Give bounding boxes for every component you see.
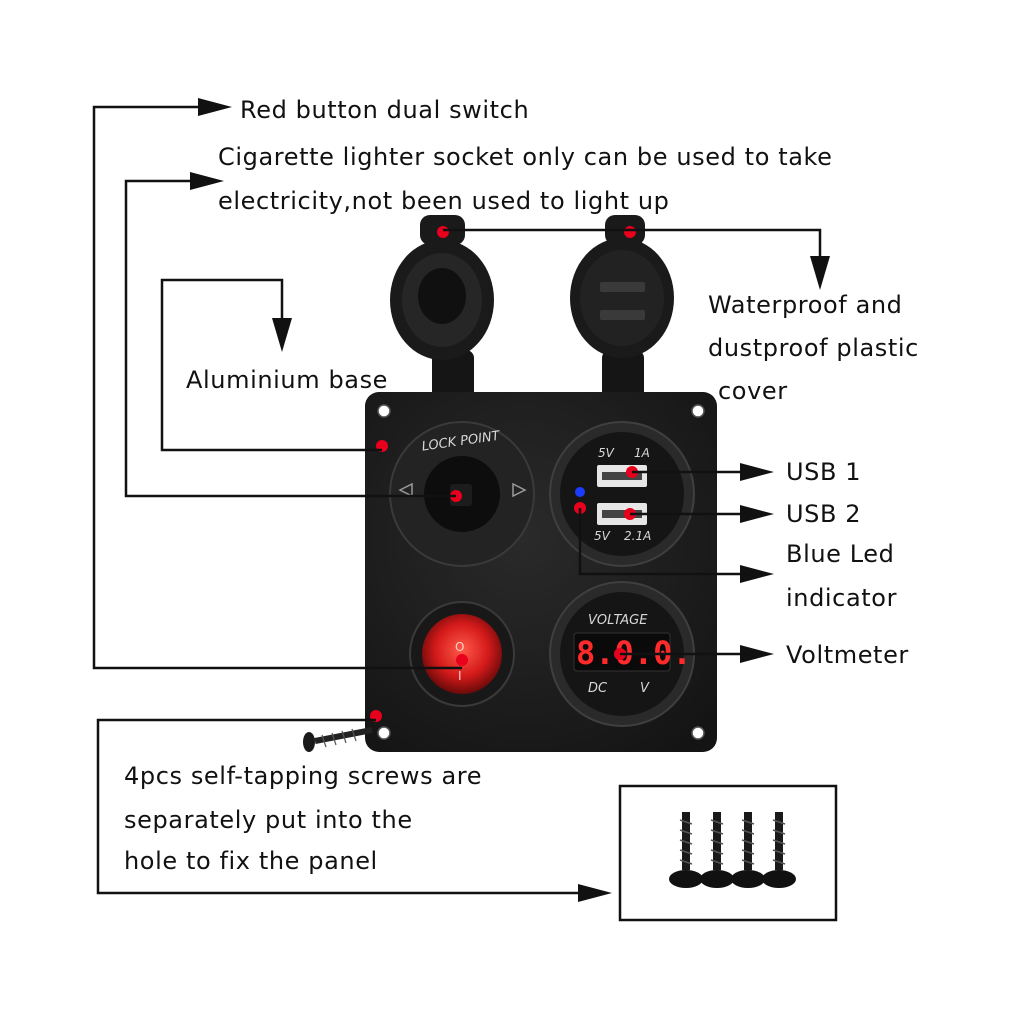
usb-socket-cap (570, 215, 674, 420)
label-waterproof-line1: Waterproof and (708, 291, 903, 319)
voltage-dc-text: DC (588, 681, 608, 696)
label-voltmeter: Voltmeter (786, 641, 909, 669)
cigarette-lighter-socket: LOCK POINT (389, 421, 535, 567)
label-cigarette-line2: electricity,not been used to light up (218, 187, 670, 215)
switch-on-symbol: O (455, 640, 464, 654)
leader-blue-led (578, 508, 742, 576)
screw-icon (669, 812, 703, 888)
voltage-title: VOLTAGE (588, 613, 648, 628)
voltage-unit-text: V (640, 681, 650, 696)
label-waterproof-line3: cover (718, 377, 788, 405)
usb-charger: 5V 1A 5V 2.1A (549, 421, 695, 567)
label-aluminium-base: Aluminium base (186, 366, 388, 394)
screw-icon (762, 812, 796, 888)
leader-lines (92, 98, 830, 902)
usb2-voltage-text: 5V (594, 529, 611, 543)
screw-icon (731, 812, 765, 888)
screws-box (618, 784, 838, 922)
leader-waterproof (443, 228, 822, 258)
usb1-voltage-text: 5V (598, 446, 615, 460)
label-usb2: USB 2 (786, 500, 861, 528)
label-blue-led-line1: Blue Led (786, 540, 895, 568)
screw-icon (700, 812, 734, 888)
label-waterproof-line2: dustproof plastic (708, 334, 919, 362)
leader-aluminium (160, 278, 382, 452)
label-cigarette-line1: Cigarette lighter socket only can be use… (218, 143, 833, 171)
label-red-button: Red button dual switch (240, 96, 529, 124)
label-usb1: USB 1 (786, 458, 861, 486)
leader-screws (96, 718, 580, 895)
label-screws-line1: 4pcs self-tapping screws are (124, 762, 482, 790)
switch-off-symbol: I (458, 669, 462, 683)
label-screws-line2: separately put into the (124, 806, 413, 834)
blue-led (575, 487, 585, 497)
panel-screw (303, 727, 373, 752)
switch-panel: LOCK POINT 5V 1A 5V 2.1A O I (303, 215, 717, 752)
usb1-current-text: 1A (634, 446, 650, 460)
usb2-current-text: 2.1A (624, 529, 651, 543)
leader-red-button (92, 105, 462, 670)
cigarette-socket-cap (390, 215, 494, 420)
label-screws-line3: hole to fix the panel (124, 847, 378, 875)
leader-cigarette (124, 179, 456, 498)
marker-dot (456, 654, 468, 666)
marker-dot (624, 226, 636, 238)
label-blue-led-line2: indicator (786, 584, 897, 612)
marker-dot (437, 226, 449, 238)
mounting-holes (377, 404, 705, 740)
